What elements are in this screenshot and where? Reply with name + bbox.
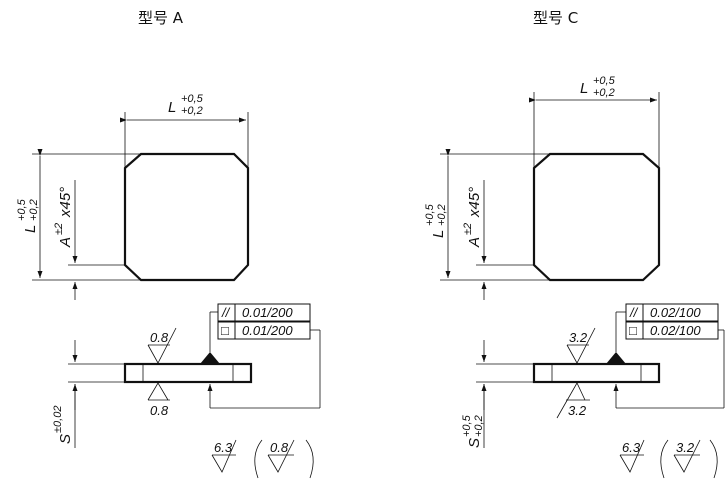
variant-c-height-lower: +0,2	[436, 204, 448, 226]
variant-a-chamfer-symbol: A	[57, 237, 74, 248]
variant-c-plate-top-view	[532, 152, 661, 282]
variant-a-tolerance-frames: // 0.01/200 □ 0.01/200	[207, 303, 321, 409]
variant-c-thickness-lower: +0,2	[473, 415, 485, 437]
variant-c-length-lower: +0,2	[593, 87, 615, 99]
variant-c-chamfer-dimension: A ±2 x45°	[462, 180, 534, 300]
variant-a-height-upper: +0,5	[16, 198, 28, 221]
variant-c-thickness-symbol: S	[466, 438, 483, 448]
variant-a-height-dimension: L +0,5 +0,2	[16, 149, 141, 281]
variant-c-roughness-bottom-value: 3.2	[568, 403, 587, 418]
variant-a-general-roughness-value: 6.3	[214, 440, 233, 455]
variant-a-chamfer-tolerance: ±2	[53, 223, 65, 235]
variant-a-length-lower: +0,2	[181, 105, 203, 117]
variant-a-height-lower: +0,2	[28, 199, 40, 221]
variant-a-length-dimension: L +0,5 +0,2	[120, 93, 249, 168]
variant-a-datum-triangle	[200, 352, 220, 364]
variant-a-parallelism-value: 0.01/200	[242, 305, 293, 320]
variant-c-roughness-top: 3.2	[566, 327, 596, 364]
variant-c-parallelism-value: 0.02/100	[650, 305, 701, 320]
variant-a-thickness-upper: ±0,02	[52, 406, 64, 433]
variant-c-tolerance-frames: // 0.02/100 □ 0.02/100	[613, 303, 725, 409]
variant-c-flatness-symbol: □	[629, 323, 637, 338]
variant-a-bracket-roughness-value: 0.8	[270, 440, 289, 455]
variant-c-roughness-top-value: 3.2	[569, 330, 588, 345]
variant-c-flatness-value: 0.02/100	[650, 323, 701, 338]
variant-c-length-dimension: L +0,5 +0,2	[529, 75, 660, 168]
variant-c-height-upper: +0,5	[424, 203, 436, 226]
variant-a-chamfer-suffix: x45°	[57, 187, 74, 218]
variant-c-length-symbol: L	[580, 80, 588, 97]
variant-c-general-roughness-value: 6.3	[622, 440, 641, 455]
variant-a-roughness-top: 0.8	[147, 327, 177, 364]
variant-a-title: 型号 A	[138, 9, 184, 27]
variant-a-chamfer-dimension: A ±2 x45°	[53, 180, 125, 300]
variant-a-height-symbol: L	[22, 225, 39, 233]
variant-a: 型号 A L +0,5 +0,2 L +0,5 +0,2	[16, 9, 321, 479]
variant-c-roughness-bottom: 3.2	[556, 382, 590, 419]
variant-c-parallelism-symbol: //	[629, 305, 639, 320]
variant-c: 型号 C L +0,5 +0,2 L +0,5 +0,2 A	[424, 9, 725, 479]
variant-c-side-view: S +0,5 +0,2	[461, 340, 661, 448]
variant-c-length-upper: +0,5	[593, 75, 616, 87]
variant-c-datum-triangle	[606, 352, 626, 364]
variant-c-thickness-upper: +0,5	[461, 414, 473, 437]
variant-a-general-roughness: 6.3 0.8	[211, 439, 314, 479]
variant-c-bracket-roughness-value: 3.2	[676, 440, 695, 455]
variant-a-roughness-bottom-value: 0.8	[150, 403, 169, 418]
variant-a-side-view: S ±0,02	[52, 340, 253, 448]
variant-c-height-symbol: L	[430, 230, 447, 238]
variant-c-general-roughness: 6.3 3.2	[619, 439, 718, 479]
variant-a-thickness-symbol: S	[57, 434, 74, 444]
variant-a-flatness-value: 0.01/200	[242, 323, 293, 338]
variant-a-length-symbol: L	[168, 99, 176, 116]
variant-c-title: 型号 C	[533, 9, 578, 27]
variant-a-parallelism-symbol: //	[221, 305, 231, 320]
variant-a-plate-top-view	[123, 152, 250, 282]
variant-c-height-dimension: L +0,5 +0,2	[424, 149, 550, 281]
variant-a-flatness-symbol: □	[221, 323, 229, 338]
variant-c-chamfer-tolerance: ±2	[462, 223, 474, 235]
variant-c-chamfer-suffix: x45°	[466, 187, 483, 218]
variant-a-roughness-top-value: 0.8	[150, 330, 169, 345]
variant-a-length-upper: +0,5	[181, 93, 204, 105]
variant-c-chamfer-symbol: A	[466, 237, 483, 248]
variant-a-roughness-bottom: 0.8	[147, 382, 170, 418]
